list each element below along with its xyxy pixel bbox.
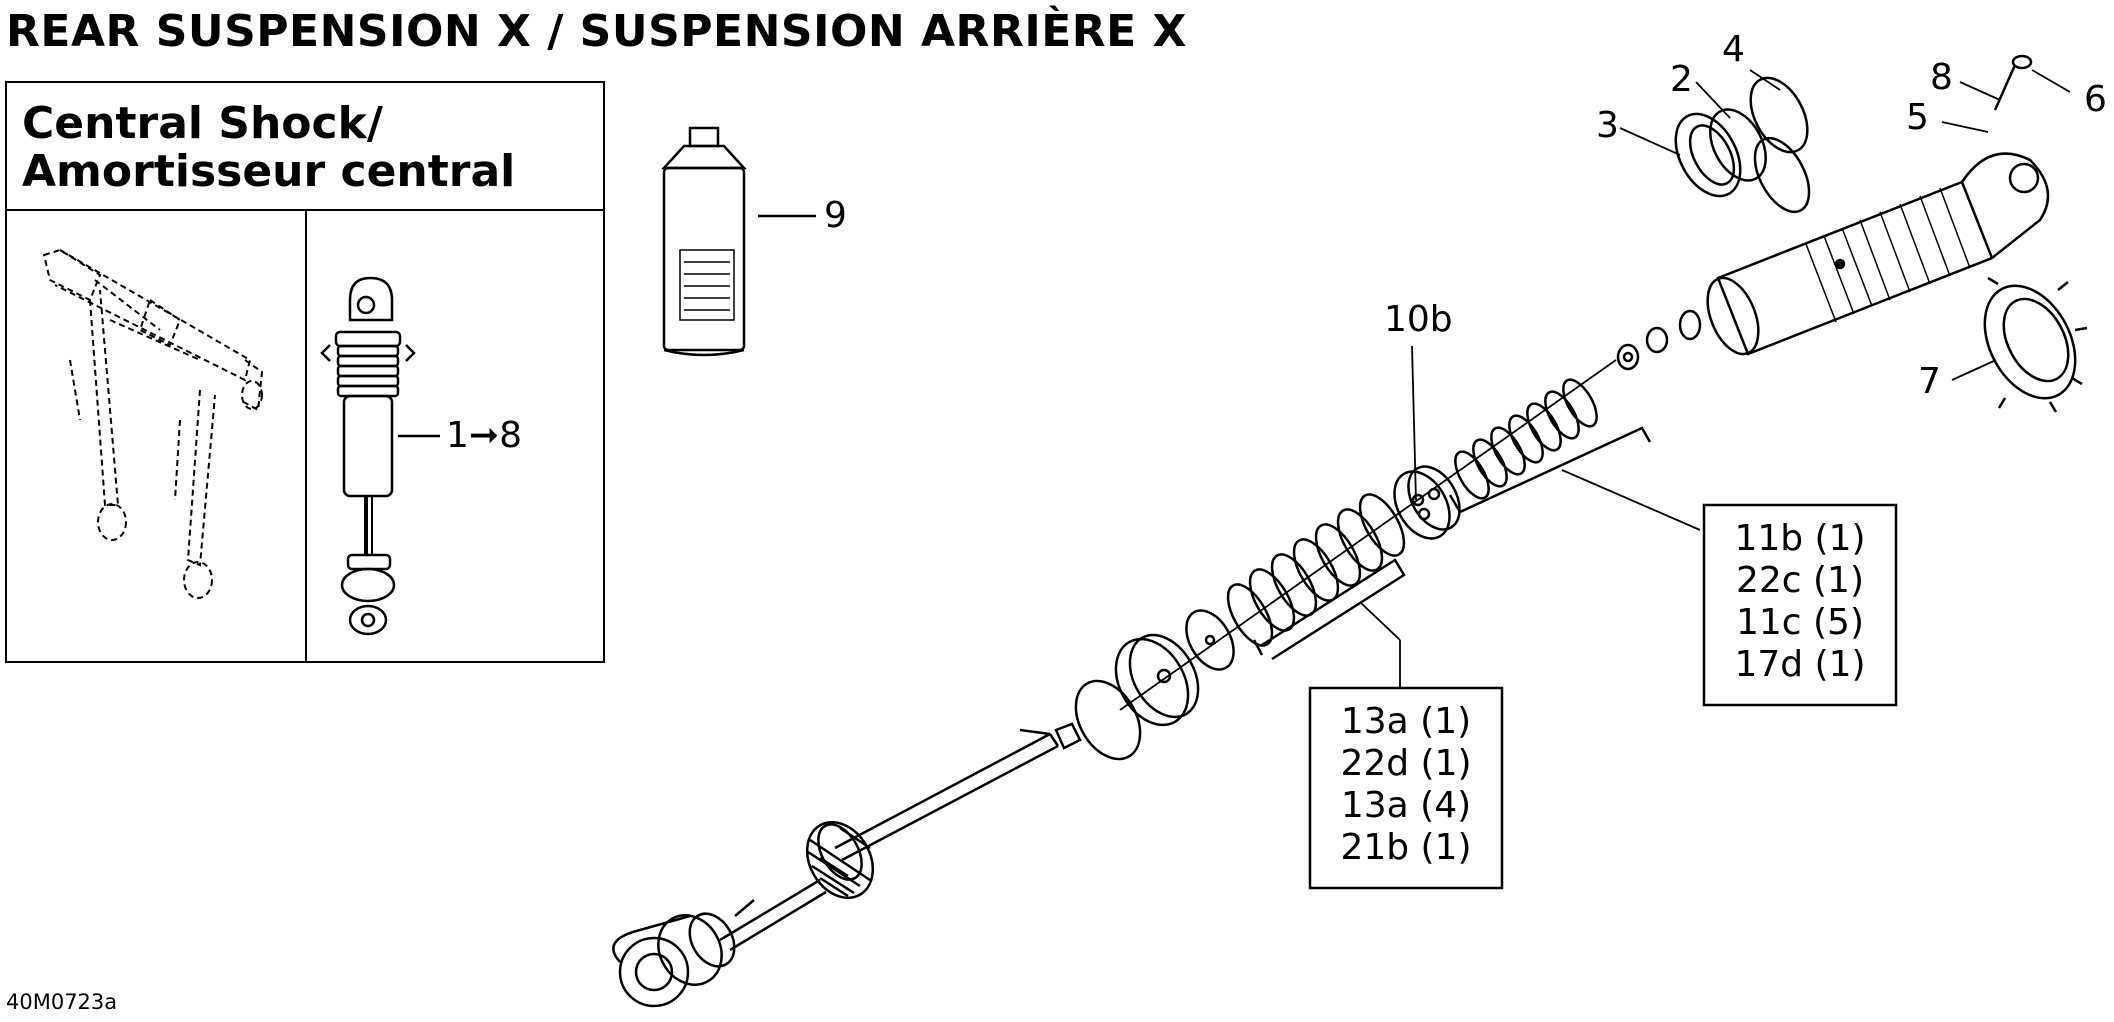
callout-3: 3	[1596, 105, 1619, 146]
callout-9: 9	[824, 195, 847, 236]
kit-box-right: 11b (1) 22c (1) 11c (5) 17d (1)	[1704, 518, 1896, 686]
kit-left-line: 13a (4)	[1340, 785, 1472, 826]
kit-left-line: 13a (1)	[1340, 701, 1472, 742]
kit-left-line: 21b (1)	[1340, 827, 1472, 868]
kit-left-line: 22d (1)	[1340, 743, 1472, 784]
callout-8: 8	[1930, 57, 1953, 98]
inset-frame	[5, 81, 605, 663]
callout-leaders	[1411, 69, 2071, 501]
inset-heading: Central Shock/ Amortisseur central	[22, 100, 515, 196]
callout-10b: 10b	[1384, 299, 1453, 340]
drawing-code: 40M0723a	[6, 990, 118, 1014]
piston-rod-assembly	[834, 359, 1617, 862]
shock-oil-bottle	[661, 126, 816, 357]
kit-brackets	[1252, 426, 1701, 688]
callout-6: 6	[2084, 79, 2107, 120]
small-parts	[1616, 54, 2088, 413]
kit-right-line: 22c (1)	[1735, 560, 1865, 601]
inset-heading-line1: Central Shock/	[22, 98, 383, 149]
callout-shock-assembly: 1➞8	[446, 415, 522, 456]
callout-7: 7	[1918, 361, 1941, 402]
kit-right-line: 17d (1)	[1734, 644, 1866, 685]
shaft-and-eyelet	[612, 821, 875, 1008]
inset-heading-line2: Amortisseur central	[22, 146, 516, 197]
kit-right-line: 11c (5)	[1735, 602, 1865, 643]
kit-right-line: 11b (1)	[1734, 518, 1866, 559]
callout-4: 4	[1722, 29, 1745, 70]
suspension-frame-sketch	[42, 248, 264, 599]
callout-2: 2	[1670, 59, 1693, 100]
page-title: REAR SUSPENSION X / SUSPENSION ARRIÈRE X	[6, 6, 1187, 57]
kit-box-left: 13a (1) 22d (1) 13a (4) 21b (1)	[1310, 701, 1502, 869]
kit-boxes	[1308, 503, 1898, 890]
shock-body	[1706, 152, 2050, 356]
callout-5: 5	[1906, 97, 1929, 138]
assembled-shock-sketch	[320, 276, 440, 636]
